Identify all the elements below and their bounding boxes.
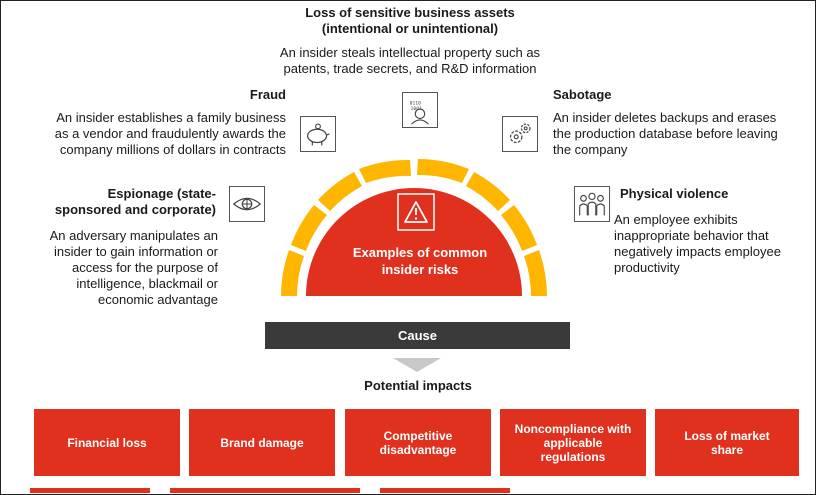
impact-line: Financial loss	[67, 435, 147, 450]
violence-desc-line3: negatively impacts employee	[614, 244, 781, 259]
impact-line: Noncompliance with	[514, 421, 632, 436]
impact-line: share	[710, 442, 743, 457]
impact-noncompliance: Noncompliance with applicable regulation…	[500, 409, 646, 476]
ring-segment-espionage-upper	[291, 205, 327, 251]
impact-competitive-disadvantage: Competitive disadvantage	[345, 409, 491, 476]
loss-desc-line1: An insider steals intellectual property …	[279, 45, 541, 60]
violence-title: Physical violence	[620, 186, 729, 201]
impact-line: Brand damage	[220, 435, 304, 450]
fraud-desc-line1: An insider establishes a family business	[56, 110, 286, 125]
center-label: Examples of common insider risks	[330, 244, 510, 278]
espionage-title-line2: sponsored and corporate)	[54, 202, 216, 217]
center-semicircle	[306, 188, 522, 296]
violence-description: An employee exhibits inappropriate behav…	[614, 212, 810, 276]
ring-segment-fraud	[318, 172, 362, 211]
loss-title-line2: (intentional or unintentional)	[321, 21, 499, 36]
espionage-description: An adversary manipulates an insider to g…	[20, 228, 218, 308]
violence-desc-line4: productivity	[614, 260, 680, 275]
svg-text:1001: 1001	[411, 106, 423, 112]
fraud-desc-line3: company millions of dollars in contracts	[59, 142, 286, 157]
ring-segment-loss-right	[417, 159, 469, 183]
ring-segment-violence	[524, 250, 547, 296]
espionage-title: Espionage (state- sponsored and corporat…	[40, 186, 216, 218]
impact-line: Loss of market	[684, 428, 770, 443]
eye-icon	[229, 186, 265, 222]
impact-brand-damage: Brand damage	[189, 409, 335, 476]
espionage-title-line1: Espionage (state-	[107, 186, 216, 201]
espionage-desc-line5: economic advantage	[98, 292, 218, 307]
loss-description: An insider steals intellectual property …	[240, 45, 580, 77]
clipped-text-fragment	[380, 488, 510, 493]
warning-icon	[404, 201, 428, 223]
impact-market-share: Loss of market share	[655, 409, 799, 476]
impact-financial-loss: Financial loss	[34, 409, 180, 476]
sabotage-title: Sabotage	[553, 87, 612, 102]
cause-label: Cause	[397, 328, 438, 343]
orange-ring	[281, 159, 547, 296]
ring-segment-espionage	[281, 250, 304, 296]
svg-text:0110: 0110	[410, 100, 422, 106]
loss-desc-line2: patents, trade secrets, and R&D informat…	[283, 61, 537, 76]
espionage-desc-line3: access for the purpose of	[72, 260, 218, 275]
impact-line: Competitive	[383, 428, 453, 443]
espionage-desc-line1: An adversary manipulates an	[49, 228, 218, 243]
loss-title: Loss of sensitive business assets (inten…	[230, 5, 590, 37]
data-theft-icon: 0110 1001	[402, 92, 438, 128]
espionage-desc-line2: insider to gain information or	[53, 244, 218, 259]
impact-line: regulations	[540, 449, 606, 464]
impact-line: disadvantage	[379, 442, 457, 457]
impacts-title: Potential impacts	[364, 378, 472, 393]
clipped-text-fragment	[30, 488, 150, 493]
ring-segment-sabotage	[466, 172, 510, 211]
down-arrow-icon	[393, 358, 441, 372]
violence-desc-line2: inappropriate behavior that	[614, 228, 769, 243]
cause-bar: Cause	[265, 322, 570, 349]
ring-segment-violence-upper	[501, 205, 537, 251]
sabotage-desc-line3: the company	[553, 142, 628, 157]
center-title: Examples of common insider risks	[352, 245, 488, 277]
clipped-text-fragment	[170, 488, 360, 493]
loss-title-line1: Loss of sensitive business assets	[305, 5, 515, 20]
sabotage-desc-line2: the production database before leaving	[553, 126, 778, 141]
impact-line: applicable	[543, 435, 603, 450]
fraud-description: An insider establishes a family business…	[20, 110, 286, 158]
people-icon	[574, 186, 610, 222]
sabotage-desc-line1: An insider deletes backups and erases	[553, 110, 777, 125]
sabotage-description: An insider deletes backups and erases th…	[553, 110, 813, 158]
fraud-desc-line2: as a vendor and fraudulently awards the	[54, 126, 286, 141]
violence-desc-line1: An employee exhibits	[614, 212, 738, 227]
fraud-title: Fraud	[249, 87, 286, 102]
warning-icon-frame	[397, 193, 435, 231]
ring-segment-loss-left	[359, 159, 411, 183]
gears-icon	[502, 116, 538, 152]
espionage-desc-line4: intelligence, blackmail or	[76, 276, 218, 291]
piggy-bank-icon	[300, 116, 336, 152]
